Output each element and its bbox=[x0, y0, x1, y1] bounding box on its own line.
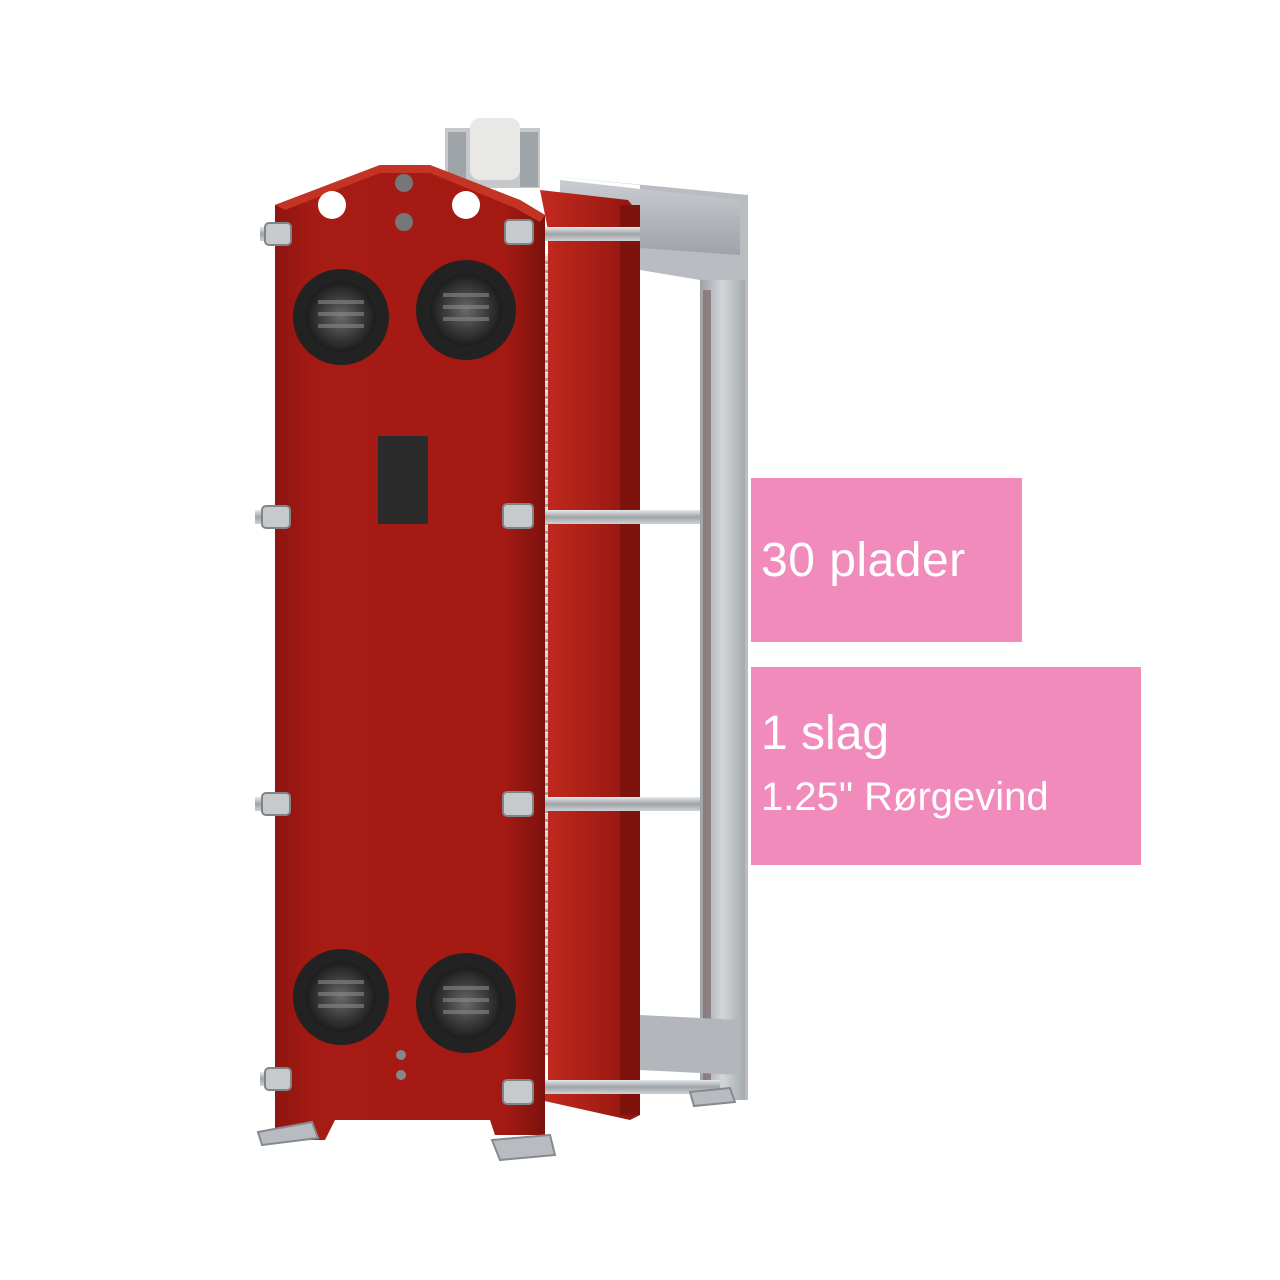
top-right-port bbox=[416, 260, 516, 360]
connection-thread-text: 1.25" Rørgevind bbox=[761, 775, 1049, 819]
front-frame-plate bbox=[275, 165, 545, 1140]
plate-count-text: 30 plader bbox=[761, 533, 966, 587]
bottom-right-port bbox=[416, 953, 516, 1053]
pressure-plate bbox=[540, 190, 640, 1120]
bottom-left-port bbox=[293, 949, 389, 1045]
frame-nuts bbox=[261, 219, 534, 1105]
pass-count-text: 1 slag bbox=[761, 707, 890, 760]
mounting-feet bbox=[256, 1086, 737, 1162]
plate-count-label: 30 plader bbox=[751, 478, 1022, 642]
pass-connection-label: 1 slag 1.25" Rørgevind bbox=[751, 667, 1141, 865]
top-left-port bbox=[293, 269, 389, 365]
